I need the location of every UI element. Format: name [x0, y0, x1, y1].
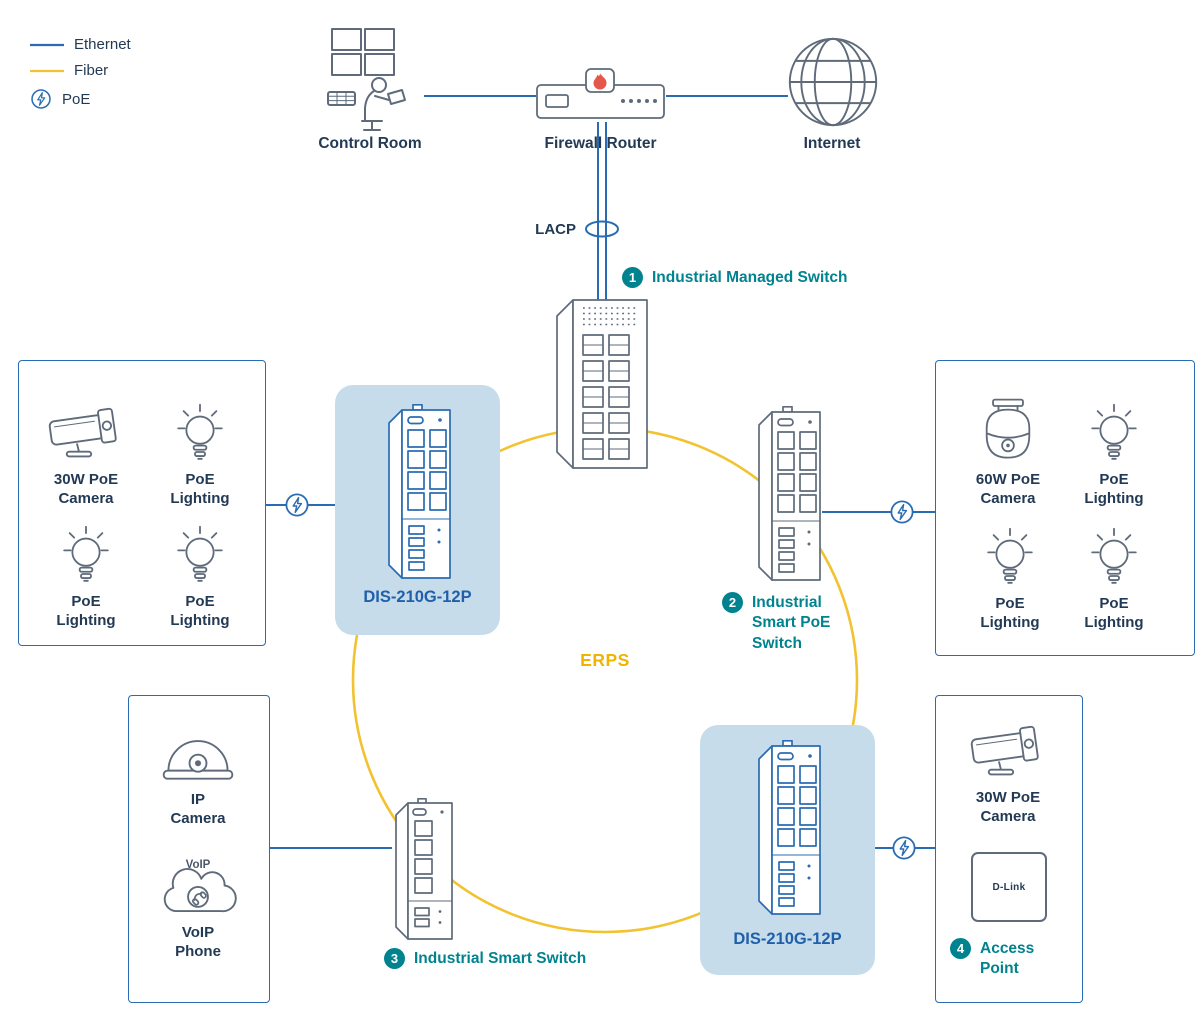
lacp-group-ellipse [585, 220, 619, 238]
dis-210g-12p-left-icon [382, 404, 457, 586]
legend-row-ethernet: Ethernet [30, 36, 131, 53]
light-bulb-icon [54, 524, 118, 584]
left-camera-label: 30W PoE Camera [53, 471, 119, 508]
access-point-label: Access Point [980, 940, 1035, 978]
left-item-camera: 30W PoE Camera [28, 392, 144, 508]
left-item-light-1: PoE Lighting [142, 392, 258, 508]
bullet-camera-icon [963, 720, 1053, 780]
poe-bolt-icon [284, 492, 310, 518]
control-room-icon [310, 26, 425, 134]
industrial-smart-switch-icon [390, 798, 460, 943]
light-bulb-icon [168, 524, 232, 584]
poe-bolt-icon [891, 835, 917, 861]
left-light-2-label: PoE Lighting [56, 593, 116, 630]
badge-4: 4 [950, 938, 971, 959]
ptz-camera-icon [974, 398, 1042, 462]
firewall-router-label: Firewall Router [544, 135, 657, 152]
industrial-smart-poe-switch-icon [752, 406, 827, 588]
badge-3: 3 [384, 948, 405, 969]
left-light-3-label: PoE Lighting [170, 593, 230, 630]
dis-210g-12p-bottom-icon [752, 740, 827, 922]
access-point-brand: D-Link [992, 881, 1026, 893]
light-bulb-icon [1082, 526, 1146, 586]
ip-camera-label: IP Camera [170, 791, 226, 828]
dis-bottom-model-label: DIS-210G-12P [733, 930, 842, 948]
bl-item-voip-phone: VoIP VoIP Phone [138, 845, 258, 961]
lacp-label: LACP [535, 221, 576, 238]
br-item-camera: 30W PoE Camera [948, 710, 1068, 826]
right-item-light-1: PoE Lighting [1056, 392, 1172, 508]
left-light-1-label: PoE Lighting [170, 471, 230, 508]
light-bulb-icon [1082, 402, 1146, 462]
legend: Ethernet Fiber PoE [30, 36, 131, 110]
light-bulb-icon [978, 526, 1042, 586]
dome-camera-icon [158, 735, 238, 782]
ethernet-line-icon [30, 43, 64, 46]
right-item-camera: 60W PoE Camera [948, 392, 1068, 508]
right-camera-label: 60W PoE Camera [975, 471, 1041, 508]
fiber-line-icon [30, 69, 64, 72]
left-device-group-box [18, 360, 266, 646]
legend-row-poe: PoE [30, 88, 131, 110]
internet-label: Internet [803, 135, 861, 152]
left-item-light-3: PoE Lighting [142, 514, 258, 630]
legend-row-fiber: Fiber [30, 62, 131, 79]
right-light-1-label: PoE Lighting [1084, 471, 1144, 508]
erps-label: ERPS [580, 650, 630, 670]
smart-poe-switch-label: Industrial Smart PoE Switch [752, 594, 831, 652]
access-point-callout: 4 Access Point [950, 938, 1034, 980]
control-room-label: Control Room [318, 135, 422, 152]
managed-switch-callout: 1 Industrial Managed Switch [622, 267, 848, 288]
right-device-group-box [935, 360, 1195, 656]
poe-bolt-icon [30, 88, 52, 110]
legend-label-ethernet: Ethernet [74, 36, 131, 53]
smart-switch-callout: 3 Industrial Smart Switch [384, 948, 586, 969]
voip-cloud-text: VoIP [185, 859, 211, 871]
br-camera-label: 30W PoE Camera [975, 789, 1041, 826]
internet-globe-icon [785, 34, 881, 130]
right-item-light-3: PoE Lighting [1056, 516, 1172, 632]
legend-label-poe: PoE [62, 90, 91, 108]
poe-bolt-icon [889, 499, 915, 525]
right-light-2-label: PoE Lighting [980, 595, 1040, 632]
badge-1: 1 [622, 267, 643, 288]
managed-switch-label: Industrial Managed Switch [652, 269, 848, 286]
firewall-router-icon [533, 68, 668, 123]
smart-switch-label: Industrial Smart Switch [414, 950, 587, 967]
light-bulb-icon [168, 402, 232, 462]
access-point-icon: D-Link [971, 852, 1047, 922]
legend-label-fiber: Fiber [74, 62, 109, 79]
right-light-3-label: PoE Lighting [1084, 595, 1144, 632]
badge-2: 2 [722, 592, 743, 613]
left-item-light-2: PoE Lighting [28, 514, 144, 630]
industrial-managed-switch-icon [543, 297, 653, 472]
bullet-camera-icon [41, 402, 131, 462]
bl-item-ip-camera: IP Camera [143, 712, 253, 828]
smart-poe-switch-callout: 2 Industrial Smart PoE Switch [722, 592, 862, 654]
voip-phone-label: VoIP Phone [175, 924, 221, 961]
right-item-light-2: PoE Lighting [952, 516, 1068, 632]
dis-left-model-label: DIS-210G-12P [363, 588, 472, 606]
